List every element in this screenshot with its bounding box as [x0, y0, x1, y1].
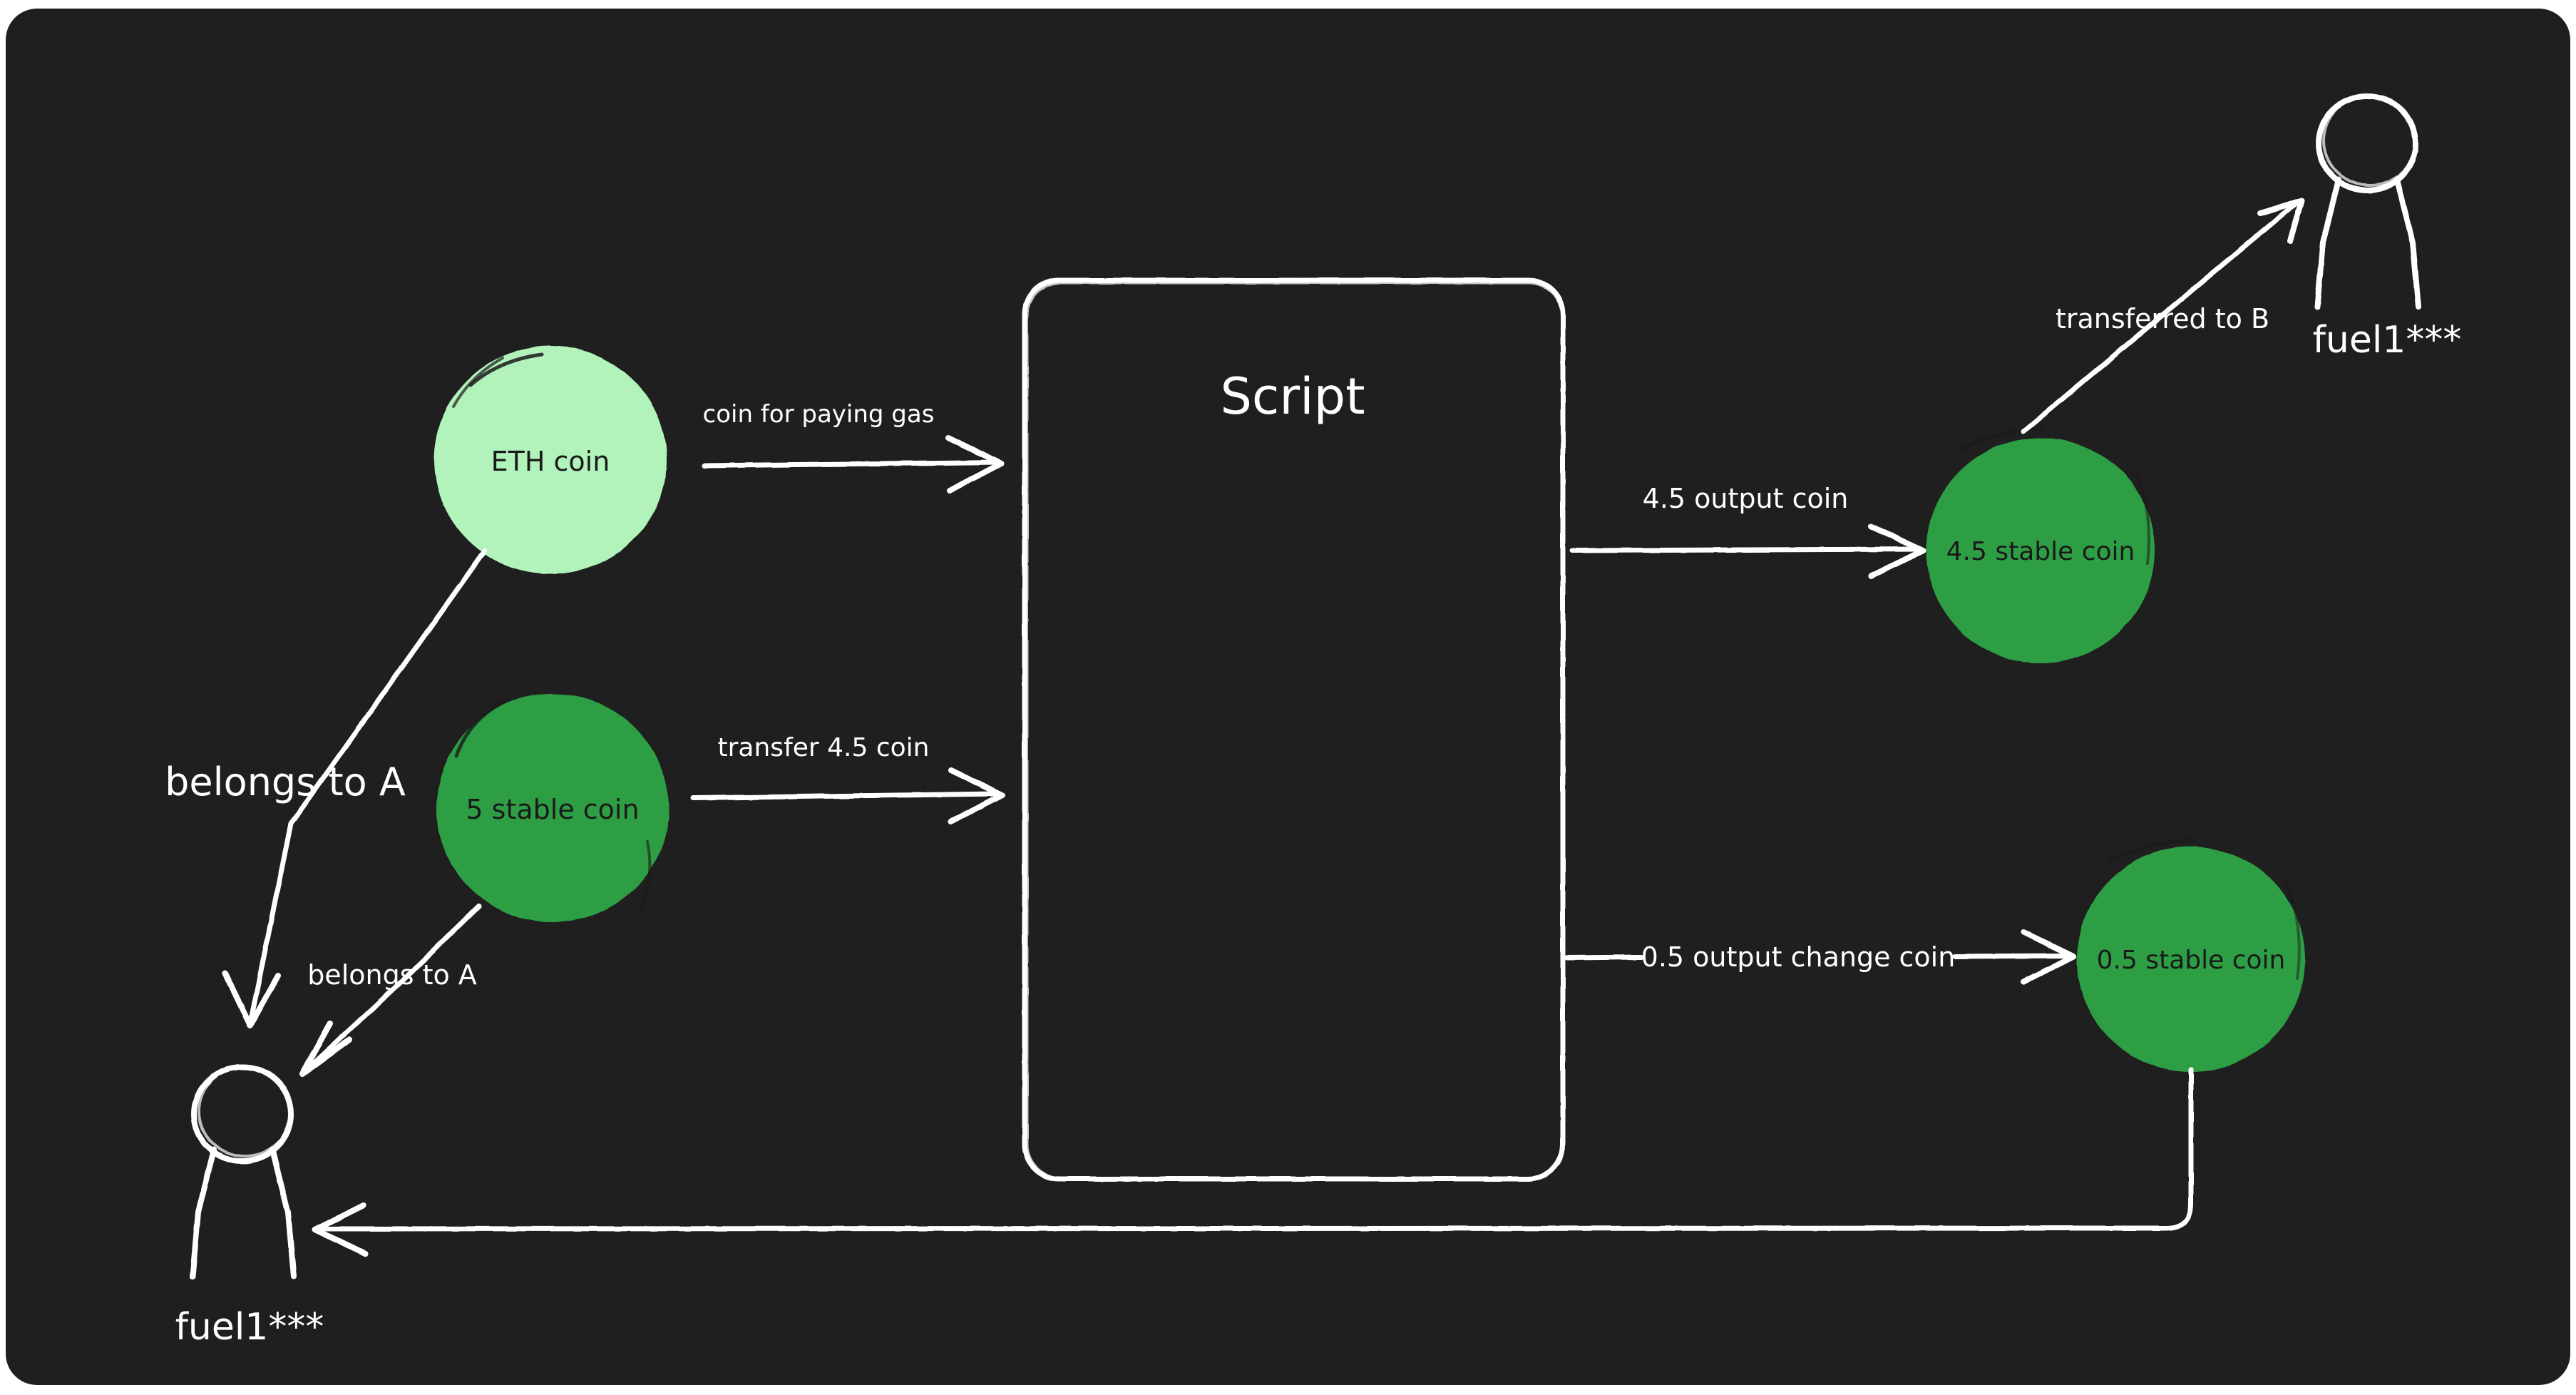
edge-transferred-to-b-arrow: [2021, 198, 2304, 434]
edge-output-change-label: 0.5 output change coin: [1641, 941, 1956, 973]
stable-coin-5-label: 5 stable coin: [466, 794, 639, 825]
stable-coin-45-circle[interactable]: [1926, 438, 2155, 663]
edge-output-change-arrow: [1564, 929, 2076, 985]
stable-coin-5-node[interactable]: 5 stable coin: [436, 694, 669, 922]
actor-b-figure[interactable]: [2314, 93, 2421, 310]
edge-belongs-a-small-arrow: [299, 903, 482, 1077]
stable-coin-05-circle[interactable]: [2077, 847, 2305, 1072]
edge-gas-label: coin for paying gas: [703, 400, 935, 429]
edge-transfer-label: transfer 4.5 coin: [718, 733, 930, 762]
stable-coin-45-label: 4.5 stable coin: [1946, 537, 2135, 566]
script-box[interactable]: [1022, 277, 1566, 1182]
stable-coin-5-circle[interactable]: [436, 694, 669, 922]
stable-coin-45-node[interactable]: 4.5 stable coin: [1926, 426, 2155, 663]
script-box-label: Script: [1220, 367, 1365, 426]
actor-a-label: fuel1***: [175, 1306, 324, 1349]
stable-coin-05-node[interactable]: 0.5 stable coin: [2077, 838, 2305, 1072]
edge-transferred-to-b-label: transferred to B: [2056, 303, 2269, 334]
edge-belongs-a-large-label: belongs to A: [165, 760, 406, 804]
actor-b-label: fuel1***: [2313, 319, 2462, 362]
stable-coin-05-label: 0.5 stable coin: [2097, 946, 2286, 975]
eth-coin-circle[interactable]: [434, 346, 667, 574]
edge-change-returns-to-a-arrow: [312, 1067, 2194, 1257]
eth-coin-sketch-stroke: [468, 352, 544, 387]
edge-belongs-a-small-label: belongs to A: [307, 959, 477, 991]
diagram-panel: [6, 9, 2570, 1385]
stable-coin-05-sketch-stroke: [2108, 838, 2197, 863]
eth-coin-label: ETH coin: [491, 446, 610, 477]
stable-coin-45-sketch-stroke: [1959, 426, 2046, 451]
edge-gas-for-paying-arrow: [702, 435, 1004, 494]
stable-coin-05-sketch-stroke-2: [2284, 879, 2301, 980]
stable-coin-5-sketch-stroke: [454, 698, 510, 758]
eth-coin-sketch-stroke-2: [452, 357, 504, 408]
stable-coin-45-sketch-stroke-2: [2135, 469, 2150, 565]
actor-a-figure[interactable]: [190, 1064, 297, 1279]
eth-coin-node[interactable]: ETH coin: [434, 346, 667, 574]
stable-coin-5-sketch-stroke-2: [639, 840, 652, 911]
edge-belongs-a-large-arrow: [222, 548, 488, 1028]
edge-transfer-arrow: [690, 767, 1005, 824]
edge-output-45-label: 4.5 output coin: [1643, 483, 1849, 514]
edge-output-45-arrow: [1569, 523, 1926, 579]
